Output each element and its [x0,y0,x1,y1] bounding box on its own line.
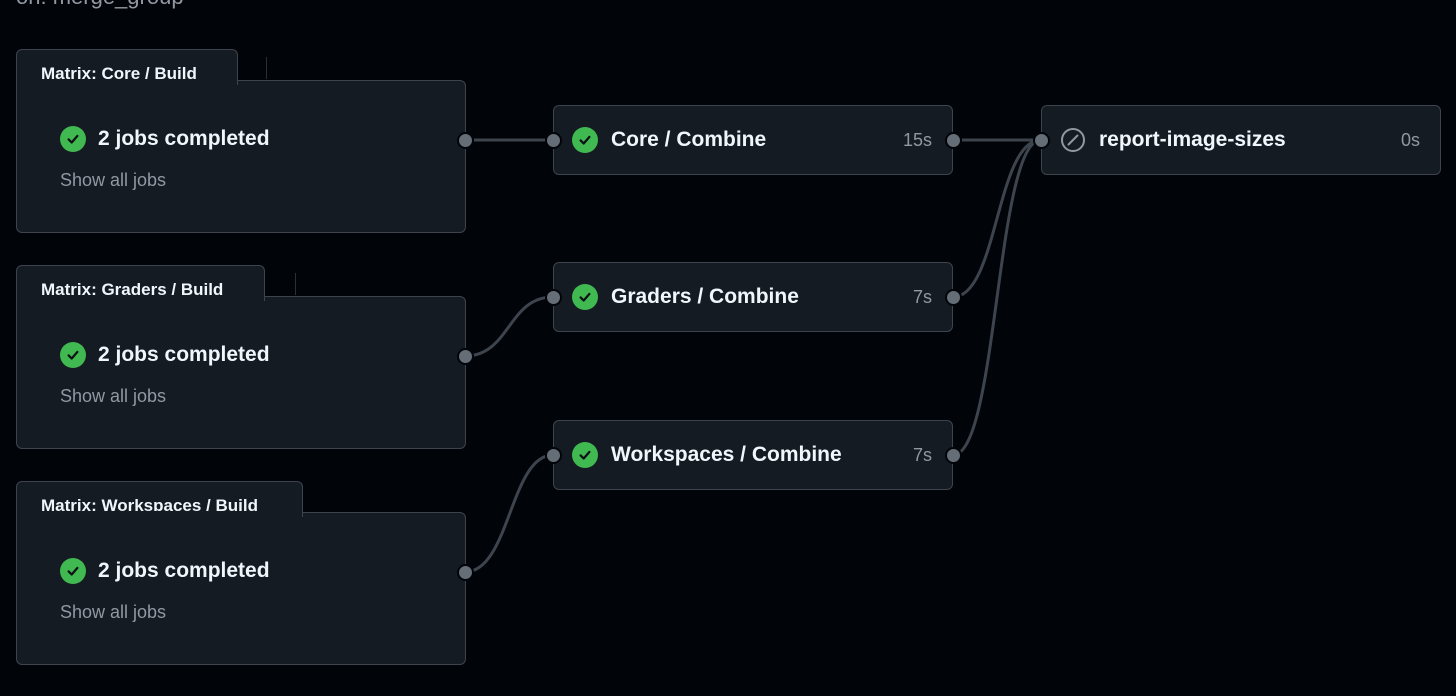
job-core-combine[interactable]: Core / Combine 15s [553,105,953,175]
job-duration: 7s [912,444,932,465]
matrix-status: 2 jobs completed [60,342,270,368]
matrix-status: 2 jobs completed [60,126,270,152]
check-circle-icon [572,127,598,153]
workflow-trigger-label: on: merge_group [16,0,184,10]
connector-workspaces-build-to-combine [464,453,554,574]
check-circle-icon [60,558,86,584]
job-duration: 7s [912,286,932,307]
check-circle-icon [60,342,86,368]
job-name: report-image-sizes [1099,128,1286,151]
matrix-graders-build: Matrix: Graders / Build 2 jobs completed… [16,265,466,451]
input-port [545,289,562,306]
job-name: Workspaces / Combine [611,443,842,466]
input-port [1033,132,1050,149]
output-port [457,132,474,149]
job-name: Core / Combine [611,128,767,151]
connector-graders-combine-to-report [952,138,1042,299]
job-report-image-sizes[interactable]: report-image-sizes 0s [1041,105,1441,175]
connector-workspaces-combine-to-report [952,138,1042,457]
check-circle-icon [60,126,86,152]
output-port [945,132,962,149]
input-port [545,447,562,464]
input-port [545,132,562,149]
show-all-jobs-link[interactable]: Show all jobs [60,602,167,622]
check-circle-icon [572,284,598,310]
skip-icon [1060,127,1086,153]
matrix-body [16,80,466,233]
connector-graders-build-to-combine [464,295,554,358]
show-all-jobs-link[interactable]: Show all jobs [60,386,167,406]
output-port [945,289,962,306]
output-port [457,564,474,581]
job-name: Graders / Combine [611,285,799,308]
output-port [945,447,962,464]
job-duration: 0s [1400,129,1420,150]
job-workspaces-combine[interactable]: Workspaces / Combine 7s [553,420,953,490]
matrix-status-text: 2 jobs completed [98,559,270,582]
matrix-body [16,296,466,449]
job-duration: 15s [902,129,932,150]
matrix-status-text: 2 jobs completed [98,127,270,150]
check-circle-icon [572,442,598,468]
matrix-core-build: Matrix: Core / Build 2 jobs completed Sh… [16,49,466,235]
matrix-workspaces-build: Matrix: Workspaces / Build 2 jobs comple… [16,481,466,667]
matrix-body [16,512,466,665]
matrix-status: 2 jobs completed [60,558,270,584]
show-all-jobs-link[interactable]: Show all jobs [60,170,167,190]
job-graders-combine[interactable]: Graders / Combine 7s [553,262,953,332]
matrix-status-text: 2 jobs completed [98,343,270,366]
output-port [457,348,474,365]
